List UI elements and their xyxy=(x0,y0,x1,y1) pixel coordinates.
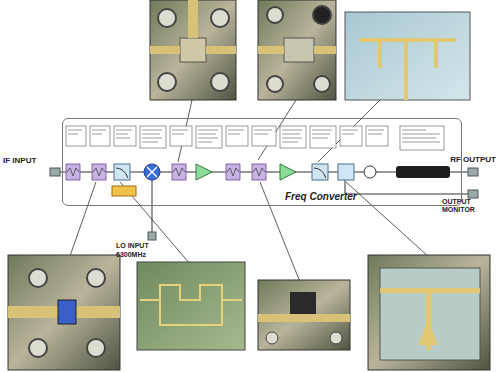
photo xyxy=(8,255,120,370)
photo xyxy=(258,280,350,350)
photo xyxy=(368,255,490,370)
components xyxy=(66,164,450,196)
component-headers xyxy=(66,126,444,150)
panel-title: Freq Converter xyxy=(285,191,357,202)
panel: Freq Converter xyxy=(62,118,462,206)
port-label: LO INPUT xyxy=(116,242,149,250)
photo xyxy=(150,0,236,100)
photo xyxy=(137,262,245,350)
port-label: OUTPUT MONITOR xyxy=(442,198,486,213)
leader-lines xyxy=(70,80,430,282)
frequency-label: 6300MHz xyxy=(116,251,146,259)
port-label: RF OUTPUT xyxy=(450,156,496,165)
photo xyxy=(345,12,470,100)
photo xyxy=(258,0,336,100)
illegible-text xyxy=(68,130,440,142)
port-label: IF INPUT xyxy=(3,157,36,166)
